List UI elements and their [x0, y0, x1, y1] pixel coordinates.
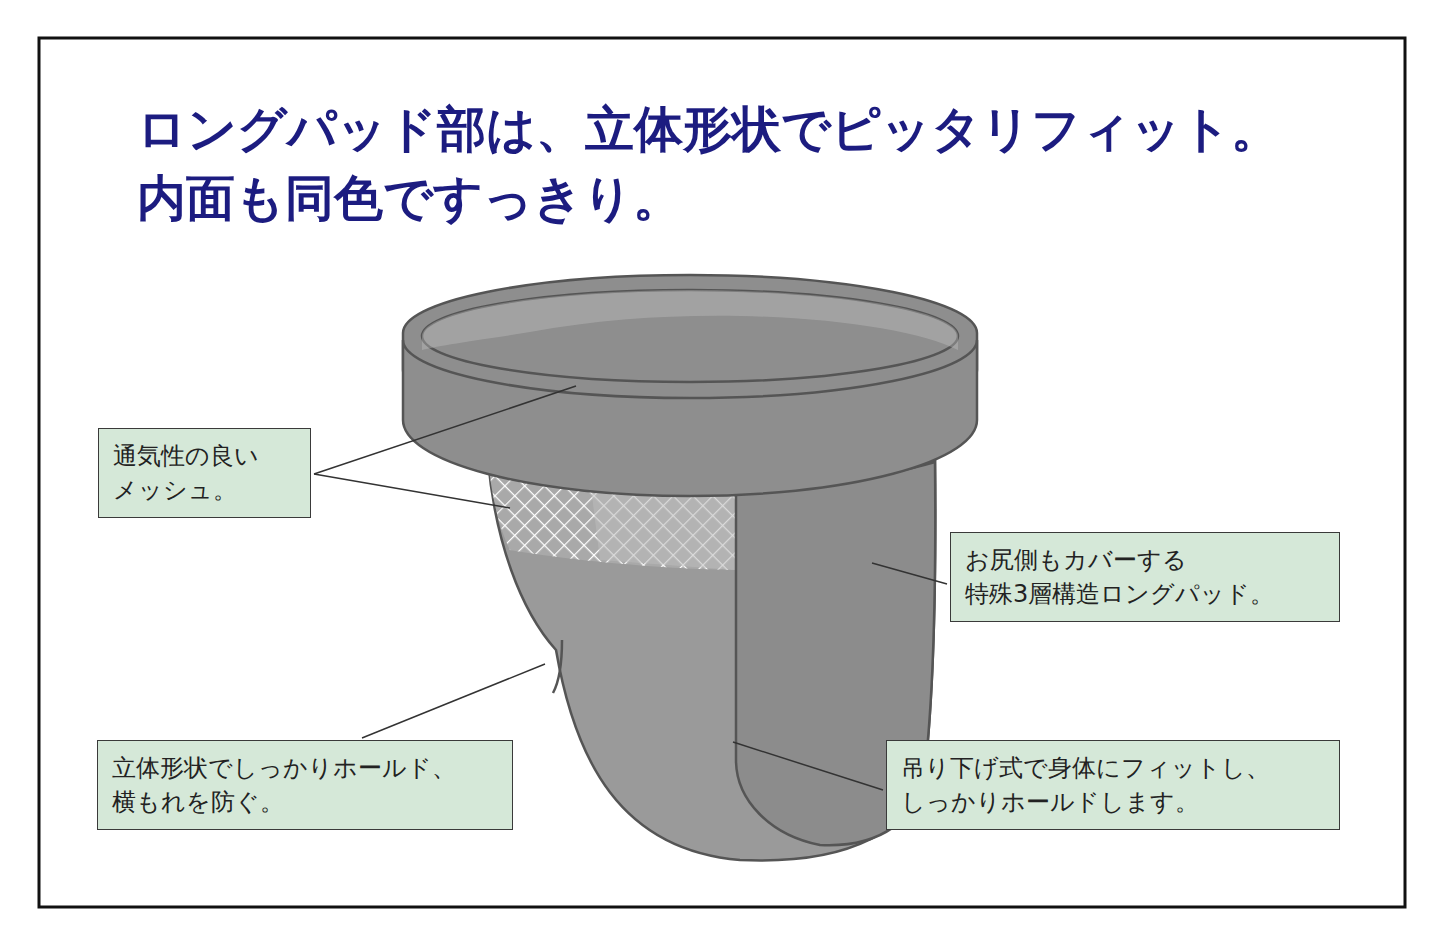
callout-text: 通気性の良い メッシュ。 [113, 439, 296, 507]
pouch-body [488, 460, 935, 860]
heading: ロングパッド部は、立体形状でピッタリフィット。 内面も同色ですっきり。 [137, 96, 1347, 233]
callout-box: 立体形状でしっかりホールド、 横もれを防ぐ。 [97, 740, 513, 830]
waistband-inside [422, 290, 958, 350]
callout-text: お尻側もカバーする 特殊3層構造ロングパッド。 [965, 543, 1325, 611]
fold-line [553, 640, 562, 693]
frame [39, 38, 1405, 907]
callout-box: お尻側もカバーする 特殊3層構造ロングパッド。 [950, 532, 1340, 622]
callout-text: 吊り下げ式で身体にフィットし、 しっかりホールドします。 [901, 751, 1325, 819]
callout-box: 通気性の良い メッシュ。 [98, 428, 311, 518]
leader-lines [314, 386, 947, 790]
callout-text: 立体形状でしっかりホールド、 横もれを防ぐ。 [112, 751, 498, 819]
waistband-front [403, 340, 977, 496]
waistband-inner [422, 290, 958, 382]
callout-box: 吊り下げ式で身体にフィットし、 しっかりホールドします。 [886, 740, 1340, 830]
